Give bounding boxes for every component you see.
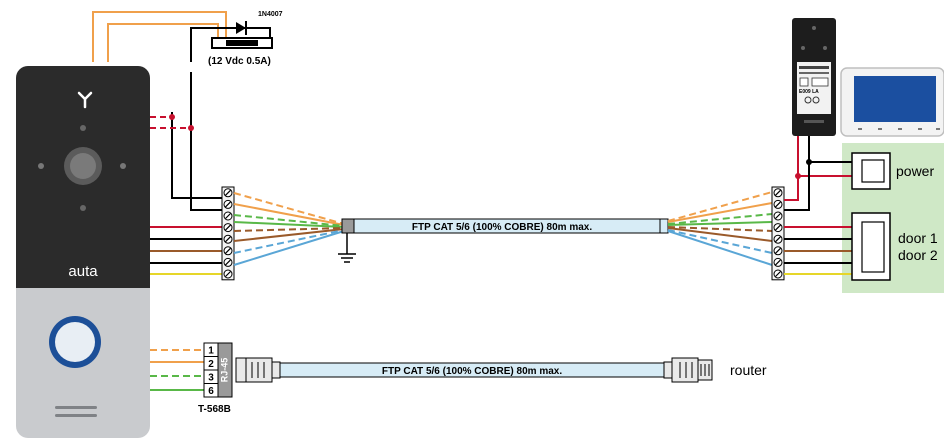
junction-dot <box>188 125 194 131</box>
rj45-standard: T-568B <box>198 404 231 415</box>
speaker-grille <box>55 414 97 417</box>
supply-wires <box>92 11 271 211</box>
power-connector <box>851 152 891 190</box>
door2-label: door 2 <box>898 247 938 263</box>
terminal-screw-slot <box>225 271 231 277</box>
terminal-screw-slot <box>775 236 781 243</box>
rj45-plug-right <box>663 357 713 383</box>
left-terminal-block <box>221 186 235 281</box>
terminal-screw-slot <box>775 224 781 231</box>
rj45-pin-number: 6 <box>208 386 214 397</box>
door1-label: door 1 <box>898 230 938 246</box>
rj45-pin-number: 2 <box>208 359 214 370</box>
rj45-pin-number: 1 <box>208 346 214 357</box>
top-cable <box>341 218 669 234</box>
left-fanout <box>233 192 345 266</box>
junction-dot <box>795 173 801 179</box>
power-label: power <box>896 163 934 179</box>
panel-wires <box>150 226 222 275</box>
rj45-pin-number: 3 <box>208 373 214 384</box>
diode-symbol <box>211 21 273 49</box>
terminal-body <box>221 186 235 281</box>
module-label: E009 LA <box>799 89 819 95</box>
panel-brand: auta <box>68 263 98 280</box>
terminal-screw-slot <box>775 201 781 208</box>
right-terminal-block <box>771 186 785 281</box>
terminal-screw-slot <box>775 247 781 254</box>
terminal-screw-slot <box>225 259 231 266</box>
terminal-screw-slot <box>225 213 231 219</box>
terminal-screw-slot <box>775 259 781 266</box>
terminal-screw-slot <box>225 224 231 231</box>
terminal-screw-slot <box>225 236 231 243</box>
bottom-cable-label: FTP CAT 5/6 (100% COBRE) 80m max. <box>382 366 562 377</box>
terminal-screw-slot <box>225 201 231 208</box>
rj45-plug-left <box>235 357 281 383</box>
speaker-grille <box>55 406 97 409</box>
rj45-pin-block: 1 2 3 6 RJ-45 <box>203 342 233 398</box>
junction-dot <box>806 159 812 165</box>
terminal-screw-slot <box>225 189 231 196</box>
rj45-wires <box>150 349 204 391</box>
terminal-screw-slot <box>775 271 781 277</box>
rj45-connector-label: RJ-45 <box>219 358 229 383</box>
junction-dot <box>169 114 175 120</box>
rj45-jack <box>217 342 233 398</box>
right-fanout <box>667 191 773 266</box>
diode-part-label: 1N4007 <box>258 11 283 18</box>
terminal-body <box>771 186 785 281</box>
router-label: router <box>730 362 767 378</box>
supply-label: (12 Vdc 0.5A) <box>208 56 271 67</box>
door-connector <box>851 212 891 281</box>
terminal-screw-slot <box>225 247 231 254</box>
top-cable-label: FTP CAT 5/6 (100% COBRE) 80m max. <box>412 222 592 233</box>
control-module <box>792 18 836 136</box>
terminal-screw-slot <box>775 189 781 196</box>
door-panel: auta <box>16 66 150 438</box>
brand-logo <box>77 91 93 109</box>
ground-symbol <box>338 233 356 263</box>
terminal-screw-slot <box>775 213 781 219</box>
indoor-monitor <box>840 67 944 137</box>
